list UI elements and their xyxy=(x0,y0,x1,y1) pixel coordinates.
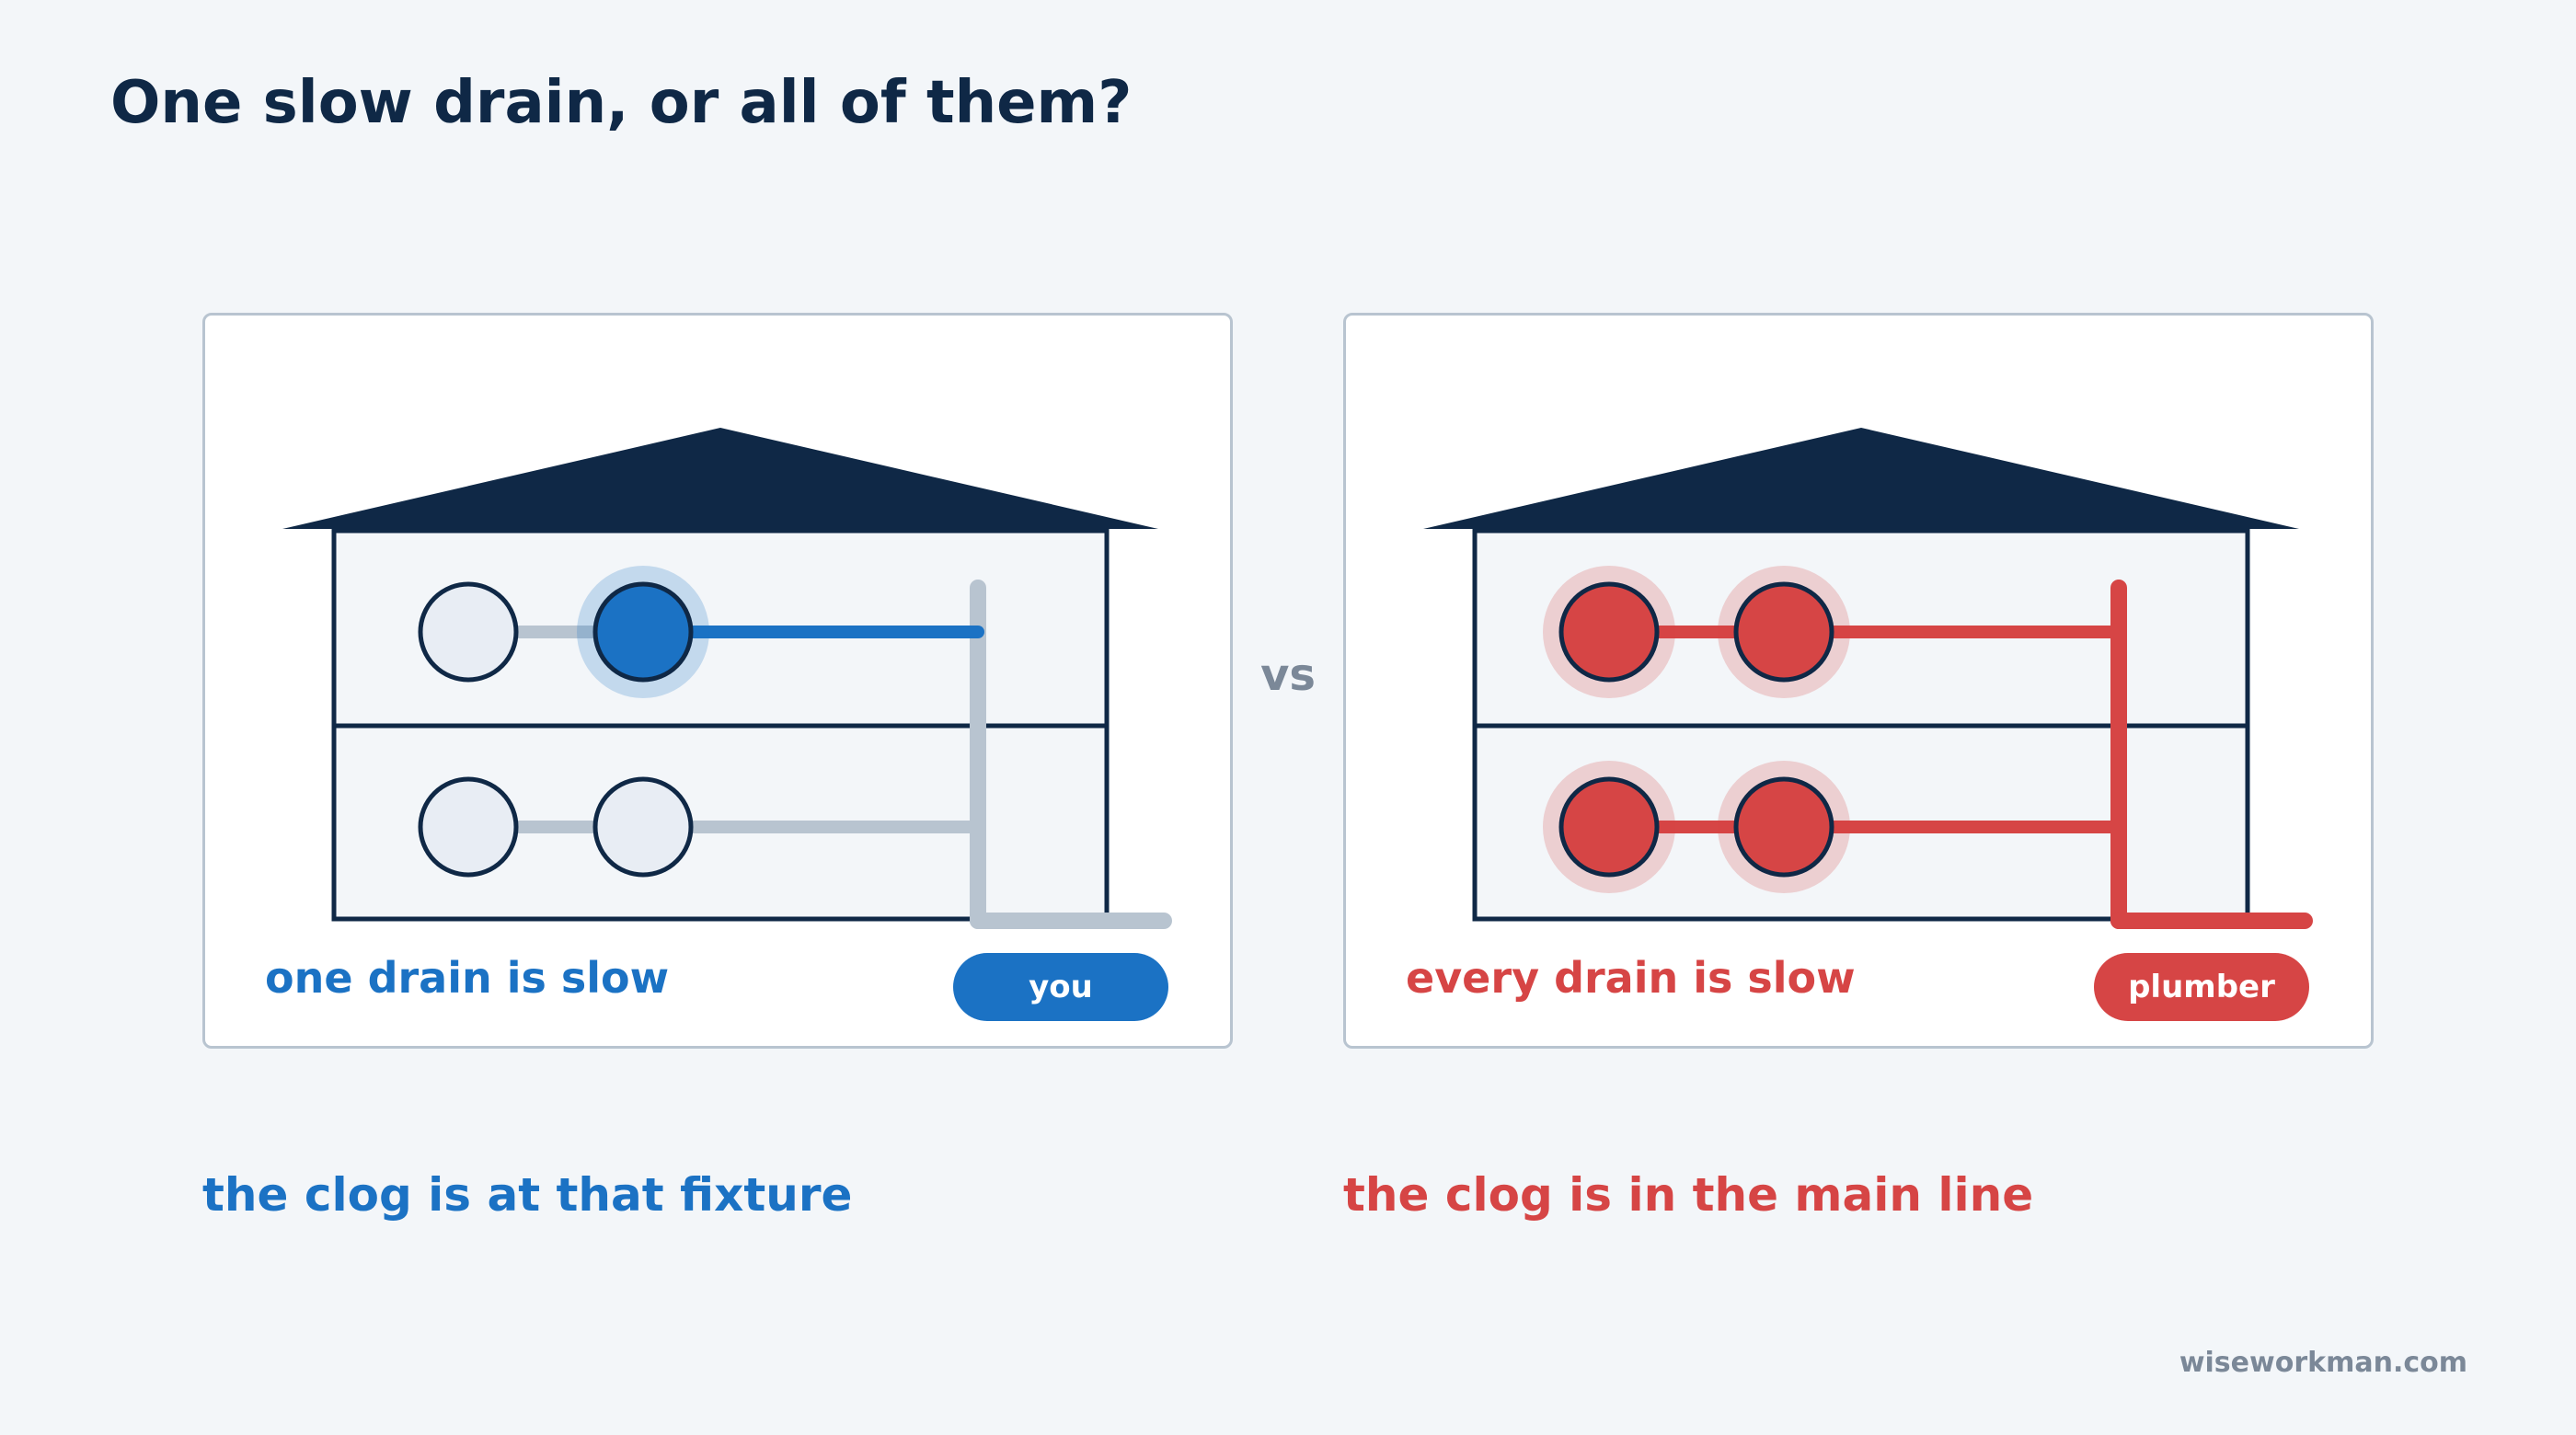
slow-fixture-upstairs-2 xyxy=(1733,581,1834,683)
house-roof xyxy=(282,428,1158,529)
slow-fixture-upstairs-1 xyxy=(1558,581,1660,683)
fixture-clog-conclusion: the clog is at that fixture xyxy=(202,1168,853,1222)
all-drains-panel xyxy=(1343,313,2374,1049)
fixture-downstairs-2 xyxy=(592,776,694,878)
single-drain-caption: one drain is slow xyxy=(265,953,670,1003)
house-roof xyxy=(1423,428,2299,529)
fixture-downstairs-1 xyxy=(418,776,519,878)
slow-fixture xyxy=(592,581,694,683)
slow-fixture-downstairs-2 xyxy=(1733,776,1834,878)
vs-label: vs xyxy=(1260,649,1316,701)
you-badge: you xyxy=(953,953,1168,1021)
single-drain-panel xyxy=(202,313,1233,1049)
slow-fixture-downstairs-1 xyxy=(1558,776,1660,878)
page-title: One slow drain, or all of them? xyxy=(110,69,1133,137)
house-diagram-single xyxy=(282,428,1172,929)
house-diagram-all xyxy=(1423,428,2313,929)
plumber-badge: plumber xyxy=(2094,953,2309,1021)
all-drains-caption: every drain is slow xyxy=(1406,953,1856,1003)
site-credit: wiseworkman.com xyxy=(2179,1347,2467,1379)
fixture-upstairs-1 xyxy=(418,581,519,683)
main-line-clog-conclusion: the clog is in the main line xyxy=(1343,1168,2034,1222)
